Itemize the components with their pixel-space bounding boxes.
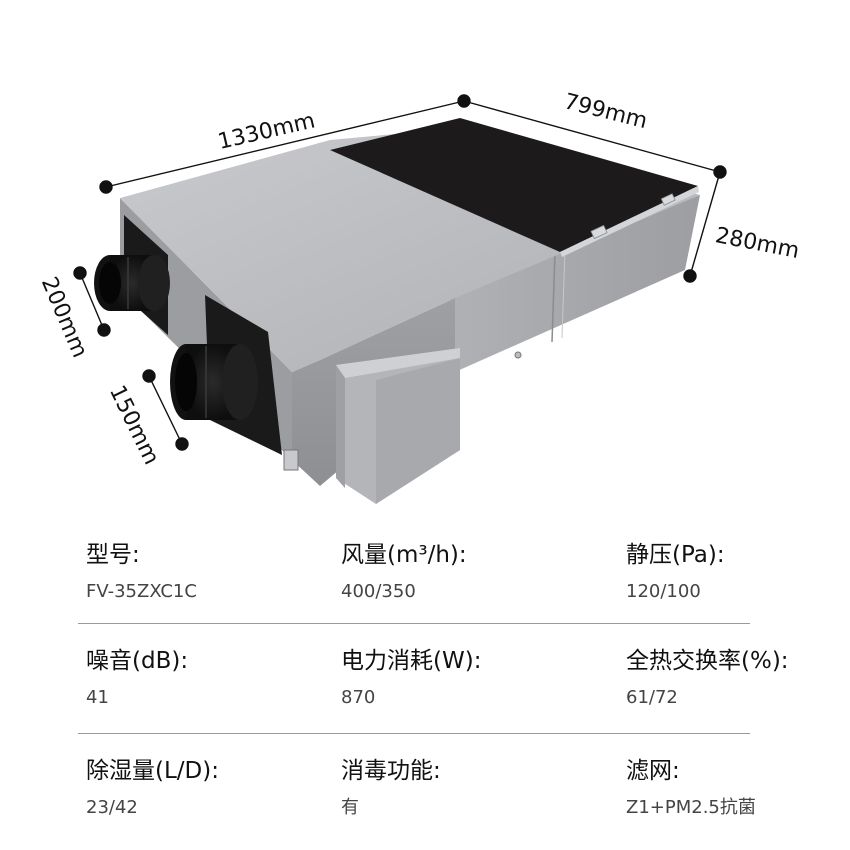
spec-item-heat-exchange: 全热交换率(%): 61/72 <box>626 646 789 710</box>
spec-label: 滤网: <box>626 758 680 784</box>
spec-item-model: 型号: FV-35ZXC1C <box>86 540 197 604</box>
duct-200-icon <box>94 255 170 311</box>
duct-150-icon <box>170 344 258 420</box>
product-figure: 1330mm 799mm 280mm 200mm 150mm <box>36 89 801 504</box>
spec-label: 除湿量(L/D): <box>86 758 219 784</box>
divider <box>78 623 750 624</box>
spec-item-disinfection: 消毒功能: 有 <box>341 756 441 820</box>
spec-value: 120/100 <box>626 581 701 602</box>
spec-item-noise: 噪音(dB): 41 <box>86 646 188 710</box>
unit-right-side <box>450 195 700 372</box>
spec-item-static-pressure: 静压(Pa): 120/100 <box>626 540 725 604</box>
spec-item-filter: 滤网: Z1+PM2.5抗菌 <box>626 756 756 820</box>
ventilator-unit <box>94 118 700 504</box>
spec-value: 400/350 <box>341 581 416 602</box>
spec-item-power: 电力消耗(W): 870 <box>341 646 481 710</box>
spec-value: 23/42 <box>86 797 138 818</box>
spec-label: 消毒功能: <box>341 758 441 784</box>
dim-point <box>73 266 87 280</box>
spec-value: 41 <box>86 687 109 708</box>
dim-point <box>99 180 113 194</box>
dim-duct-200-label: 200mm <box>36 274 92 362</box>
spec-label: 型号: <box>86 542 140 568</box>
dimension-lines <box>73 94 727 451</box>
spec-value: 有 <box>341 797 359 818</box>
spec-value: 870 <box>341 687 376 708</box>
dim-point <box>97 323 111 337</box>
spec-value: FV-35ZXC1C <box>86 581 197 602</box>
spec-row: 型号: FV-35ZXC1C 风量(m³/h): 400/350 静压(Pa):… <box>78 528 750 624</box>
spec-table: 型号: FV-35ZXC1C 风量(m³/h): 400/350 静压(Pa):… <box>78 528 789 844</box>
spec-label: 风量(m³/h): <box>341 542 467 568</box>
dim-point <box>683 269 697 283</box>
divider <box>78 733 750 734</box>
spec-row: 噪音(dB): 41 电力消耗(W): 870 全热交换率(%): 61/72 <box>78 624 789 734</box>
spec-label: 静压(Pa): <box>626 542 725 568</box>
spec-item-dehumidify: 除湿量(L/D): 23/42 <box>86 756 219 820</box>
dim-height-label: 280mm <box>713 223 801 264</box>
connector-icon <box>283 449 299 471</box>
spec-label: 电力消耗(W): <box>341 648 482 674</box>
spec-value: 61/72 <box>626 687 678 708</box>
spec-label: 噪音(dB): <box>86 648 189 674</box>
dim-point <box>175 437 189 451</box>
dim-point <box>142 369 156 383</box>
dim-width-label: 799mm <box>561 89 649 134</box>
spec-item-airflow: 风量(m³/h): 400/350 <box>341 540 467 604</box>
dim-point <box>457 94 471 108</box>
spec-value: Z1+PM2.5抗菌 <box>626 797 756 818</box>
spec-row: 除湿量(L/D): 23/42 消毒功能: 有 滤网: Z1+PM2.5抗菌 <box>78 734 756 844</box>
spec-label: 全热交换率(%): <box>626 648 789 674</box>
dim-duct-150-label: 150mm <box>104 382 164 469</box>
unit-top-panel <box>330 118 698 252</box>
dim-point <box>713 165 727 179</box>
